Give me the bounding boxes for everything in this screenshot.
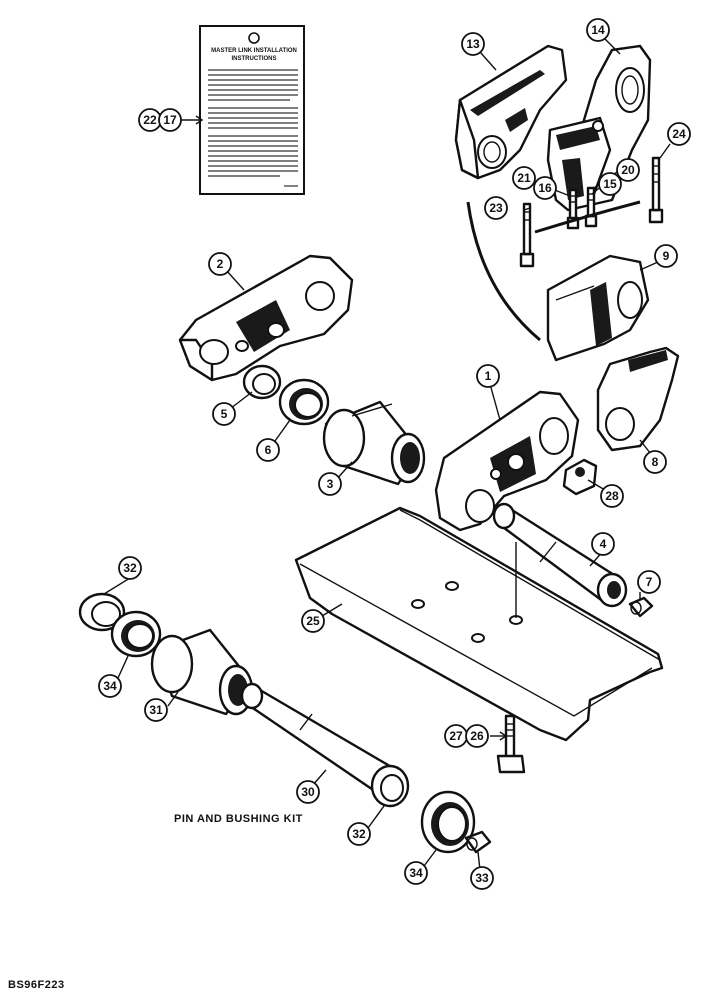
callout-15: 15 — [598, 172, 622, 196]
bolt-24 — [648, 156, 664, 224]
part-31-bushing — [150, 628, 254, 716]
part-7-plug — [628, 596, 654, 618]
callout-1: 1 — [476, 364, 500, 388]
assembly-bracket — [466, 201, 541, 342]
part-5-seal — [242, 364, 282, 400]
callout-32-right: 32 — [347, 822, 371, 846]
callout-label: 6 — [265, 443, 272, 457]
label-title-line2: INSTRUCTIONS — [232, 56, 277, 62]
callout-label: 34 — [409, 866, 423, 880]
callout-label: 17 — [163, 113, 177, 127]
part-32-seal-right — [370, 764, 410, 808]
callout-33: 33 — [470, 866, 494, 890]
callout-13: 13 — [461, 32, 485, 56]
callout-label: 21 — [517, 171, 531, 185]
label-logo-icon — [248, 32, 260, 44]
part-6-seal — [278, 378, 330, 426]
part-25-track-shoe — [294, 506, 664, 742]
callout-17: 17 — [158, 108, 182, 132]
callout-6: 6 — [256, 438, 280, 462]
callout-5: 5 — [212, 402, 236, 426]
part-8-master-link-half — [596, 346, 680, 452]
callout-label: 8 — [652, 455, 659, 469]
callout-14: 14 — [586, 18, 610, 42]
callout-label: 27 — [449, 729, 463, 743]
bolt-23 — [519, 202, 535, 268]
callout-25: 25 — [301, 609, 325, 633]
callout-34-left: 34 — [98, 674, 122, 698]
callout-9: 9 — [654, 244, 678, 268]
callout-label: 32 — [352, 827, 366, 841]
callout-label: 20 — [621, 163, 635, 177]
label-text-lines — [208, 69, 298, 187]
callout-label: 15 — [603, 177, 617, 191]
part-28-nut — [562, 458, 598, 496]
callout-28: 28 — [600, 484, 624, 508]
callout-21: 21 — [512, 166, 536, 190]
callout-8: 8 — [643, 450, 667, 474]
bolt-26 — [496, 714, 526, 774]
callout-30: 30 — [296, 780, 320, 804]
callout-3: 3 — [318, 472, 342, 496]
callout-4: 4 — [591, 532, 615, 556]
callout-label: 14 — [591, 23, 605, 37]
callout-24: 24 — [667, 122, 691, 146]
callout-label: 28 — [605, 489, 619, 503]
callout-label: 7 — [646, 575, 653, 589]
callout-label: 23 — [489, 201, 503, 215]
part-34-seal-left — [110, 610, 162, 658]
callout-label: 16 — [538, 181, 552, 195]
callout-34-right: 34 — [404, 861, 428, 885]
part-33-plug — [464, 830, 492, 854]
bolt-15 — [584, 186, 598, 228]
callout-label: 5 — [221, 407, 228, 421]
part-3-bushing — [322, 400, 426, 486]
part-4-pin — [492, 502, 628, 608]
assembly-bracket-top — [534, 200, 641, 234]
callout-label: 33 — [475, 871, 489, 885]
callout-label: 3 — [327, 477, 334, 491]
callout-label: 13 — [466, 37, 480, 51]
callout-label: 4 — [600, 537, 607, 551]
part-1-track-link — [434, 390, 580, 532]
part-9-master-link-half — [546, 254, 650, 362]
instruction-label: MASTER LINK INSTALLATION INSTRUCTIONS — [199, 25, 305, 195]
callout-label: 2 — [217, 257, 224, 271]
figure-code: BS96F223 — [8, 979, 65, 991]
callout-20: 20 — [616, 158, 640, 182]
part-13-master-link-half — [454, 44, 568, 180]
callout-7: 7 — [637, 570, 661, 594]
callout-22: 22 — [138, 108, 162, 132]
callout-label: 26 — [470, 729, 484, 743]
callout-31: 31 — [144, 698, 168, 722]
label-title-line1: MASTER LINK INSTALLATION — [211, 48, 297, 54]
callout-label: 1 — [485, 369, 492, 383]
callout-label: 34 — [103, 679, 117, 693]
callout-label: 31 — [149, 703, 163, 717]
callout-label: 9 — [663, 249, 670, 263]
callout-16: 16 — [533, 176, 557, 200]
kit-caption: PIN AND BUSHING KIT — [174, 813, 303, 825]
callout-label: 32 — [123, 561, 137, 575]
part-32-seal-left — [78, 592, 126, 632]
callout-label: 24 — [672, 127, 686, 141]
callout-2: 2 — [208, 252, 232, 276]
callout-32-left: 32 — [118, 556, 142, 580]
part-34-seal-right — [420, 790, 476, 854]
callout-label: 25 — [306, 614, 320, 628]
callout-label: 22 — [143, 113, 157, 127]
callout-label: 30 — [301, 785, 315, 799]
part-2-track-link — [178, 254, 354, 382]
callout-23: 23 — [484, 196, 508, 220]
callout-27: 27 — [444, 724, 468, 748]
callout-26: 26 — [465, 724, 489, 748]
